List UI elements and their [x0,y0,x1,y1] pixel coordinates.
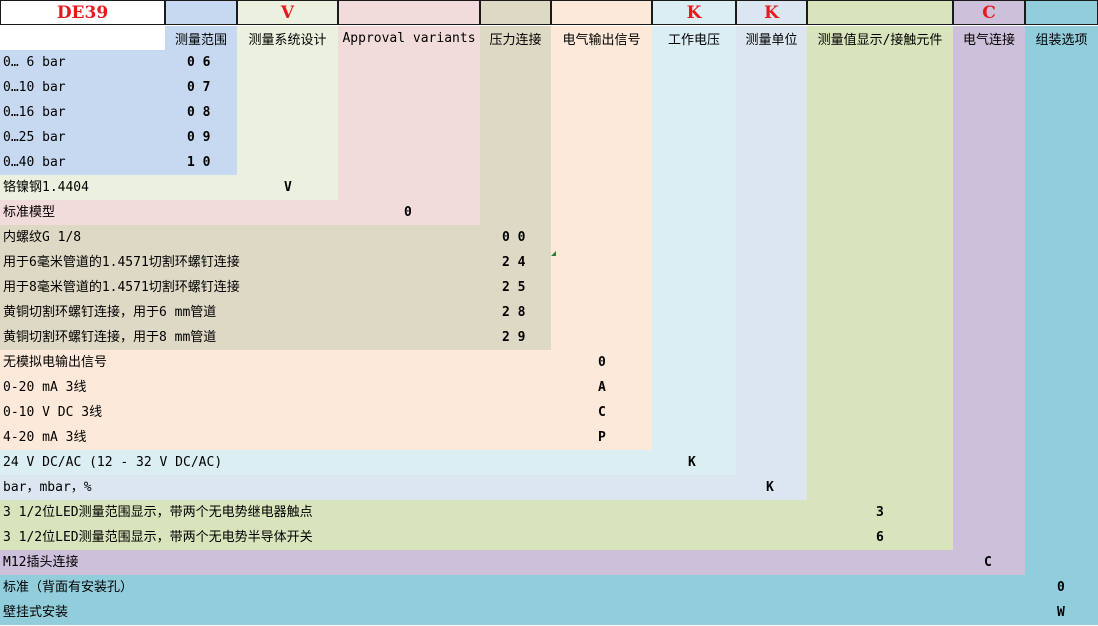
option-label: 0…25 bar [3,130,66,145]
section-block-display [0,500,953,550]
column-header: 电气连接 [962,32,1015,48]
option-code: K [766,480,774,495]
section-block-design [0,175,338,200]
option-label: 标准模型 [3,205,56,220]
section-block-output [0,350,652,450]
header-code-cell: V [237,0,338,25]
column-band-voltage [652,26,736,475]
option-label: bar，mbar，% [3,480,92,495]
column-header: 电气输出信号 [562,32,641,48]
option-label: 用于8毫米管道的1.4571切割环螺钉连接 [3,280,240,295]
option-code: 0 7 [187,80,211,95]
column-header: 测量系统设计 [248,32,327,48]
header-code-cell [338,0,480,25]
option-code: 0 [598,355,606,370]
header-code-cell [165,0,237,25]
option-label: M12插头连接 [3,555,79,570]
section-block-pressure [0,225,551,350]
header-code-cell [1025,0,1098,25]
option-code: 2 5 [502,280,526,295]
column-header: 工作电压 [667,32,720,48]
option-label: 0… 6 bar [3,55,66,70]
comment-marker-icon [551,251,556,256]
option-label: 3 1/2位LED测量范围显示，带两个无电势继电器触点 [3,505,313,520]
option-label: 铬镍钢1.4404 [3,180,89,195]
column-header: 压力连接 [489,32,542,48]
option-code: 2 8 [502,305,526,320]
option-code: 0 [1057,580,1065,595]
column-header: 测量范围 [174,32,227,48]
header-code-cell: DE39 [0,0,165,25]
option-code: 0 9 [187,130,211,145]
column-header: 组装选项 [1035,32,1088,48]
header-code-cell: K [736,0,807,25]
option-code: 0 6 [187,55,211,70]
option-label: 0…16 bar [3,105,66,120]
option-code: 2 9 [502,330,526,345]
option-code: 1 0 [187,155,211,170]
option-code: 0 8 [187,105,211,120]
option-label: 黄铜切割环螺钉连接，用于8 mm管道 [3,330,217,345]
option-label: 3 1/2位LED测量范围显示，带两个无电势半导体开关 [3,530,313,545]
column-header: Approval variants [342,30,476,46]
column-header: 测量值显示/接触元件 [817,32,943,48]
option-label: 0-10 V DC 3线 [3,405,103,420]
option-label: 标准（背面有安装孔） [3,580,134,595]
blank-cell [0,26,165,50]
section-block-unit [0,475,807,500]
option-code: K [688,455,696,470]
option-code: 2 4 [502,255,526,270]
option-label: 0-20 mA 3线 [3,380,87,395]
section-block-electric [0,550,1025,575]
option-code: 3 [876,505,884,520]
option-label: 0…40 bar [3,155,66,170]
option-label: 4-20 mA 3线 [3,430,87,445]
option-code: A [598,380,606,395]
option-code: P [598,430,606,445]
section-block-approval [0,200,480,225]
header-code-cell [480,0,551,25]
option-label: 无模拟电输出信号 [3,355,108,370]
option-code: 6 [876,530,884,545]
option-code: V [284,180,292,195]
header-code-cell: C [953,0,1025,25]
column-band-unit [736,26,807,500]
section-block-voltage [0,450,736,475]
option-label: 壁挂式安装 [3,605,69,620]
option-code: 0 0 [502,230,526,245]
section-block-assembly [0,575,1098,625]
option-label: 24 V DC/AC (12 - 32 V DC/AC) [3,455,223,470]
option-label: 黄铜切割环螺钉连接，用于6 mm管道 [3,305,217,320]
column-band-design [237,26,338,200]
section-block-range [0,50,237,175]
header-code-cell: K [652,0,736,25]
column-header: 测量单位 [745,32,798,48]
option-code: C [984,555,992,570]
header-code-cell [807,0,953,25]
option-code: W [1057,605,1065,620]
column-band-display [807,26,953,550]
option-code: 0 [404,205,412,220]
column-band-electric [953,26,1025,575]
header-code-cell [551,0,652,25]
option-label: 0…10 bar [3,80,66,95]
column-band-approval [338,26,480,225]
option-label: 内螺纹G 1/8 [3,230,82,245]
option-code: C [598,405,606,420]
column-band-assembly [1025,26,1098,625]
option-label: 用于6毫米管道的1.4571切割环螺钉连接 [3,255,240,270]
